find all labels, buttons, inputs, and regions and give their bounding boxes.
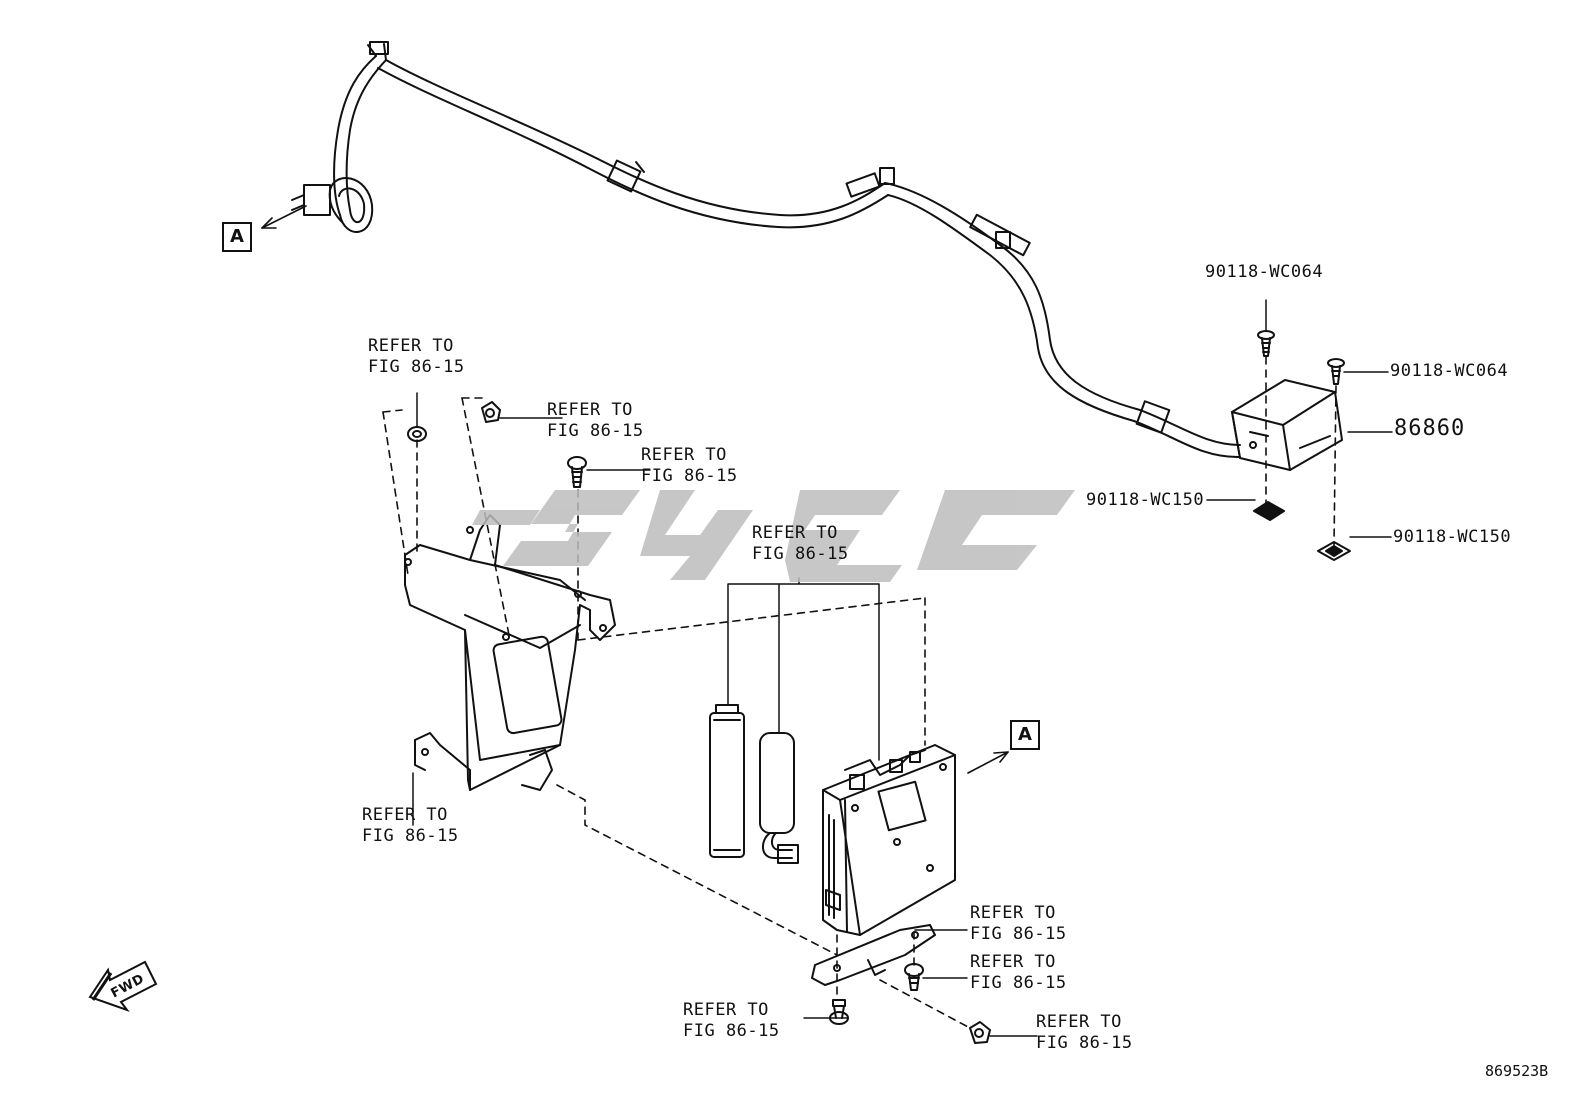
refer-note-plate-bolt: REFER TO FIG 86-15	[970, 952, 1067, 994]
refer-note-nut: REFER TO FIG 86-15	[1036, 1012, 1133, 1054]
refer-note-clip: REFER TO FIG 86-15	[547, 400, 644, 442]
illustration-number: 869523B	[1485, 1062, 1549, 1080]
ecu-unit	[822, 744, 956, 936]
refer-note-line1: REFER TO	[1036, 1012, 1122, 1032]
leader-lines	[412, 299, 1393, 1037]
part-number-90118-wc064-right: 90118-WC064	[1390, 361, 1509, 381]
refer-note-line1: REFER TO	[547, 400, 633, 420]
refer-note-line1: REFER TO	[641, 445, 727, 465]
refer-note-line1: REFER TO	[368, 336, 454, 356]
refer-note-line2: FIG 86-15	[362, 826, 459, 846]
refer-note-bolt: REFER TO FIG 86-15	[641, 445, 738, 487]
part-number-90118-wc150-left: 90118-WC150	[1086, 490, 1205, 510]
refer-note-line1: REFER TO	[683, 1000, 769, 1020]
view-a-label-ecu: A	[1010, 720, 1040, 750]
refer-note-line1: REFER TO	[970, 903, 1056, 923]
refer-note-line1: REFER TO	[970, 952, 1056, 972]
harness-connectors	[709, 704, 799, 864]
refer-note-line2: FIG 86-15	[368, 357, 465, 377]
refer-note-plate: REFER TO FIG 86-15	[970, 903, 1067, 945]
watermark-logo	[472, 490, 1075, 582]
refer-note-bracket-bottom: REFER TO FIG 86-15	[362, 805, 459, 847]
refer-note-connectors: REFER TO FIG 86-15	[752, 523, 849, 565]
refer-note-line1: REFER TO	[752, 523, 838, 543]
refer-note-lower-bolt: REFER TO FIG 86-15	[683, 1000, 780, 1042]
lower-fasteners	[829, 963, 991, 1044]
part-number-90118-wc064-top: 90118-WC064	[1205, 262, 1324, 282]
refer-note-line2: FIG 86-15	[970, 973, 1067, 993]
fwd-arrow-icon	[88, 960, 158, 1013]
part-number-86860: 86860	[1394, 416, 1466, 441]
refer-note-line2: FIG 86-15	[1036, 1033, 1133, 1053]
part-number-90118-wc150-right: 90118-WC150	[1393, 527, 1512, 547]
refer-note-line2: FIG 86-15	[641, 466, 738, 486]
refer-note-bracket-top: REFER TO FIG 86-15	[368, 336, 465, 378]
view-a-arrows	[261, 205, 1009, 774]
view-a-label-top: A	[222, 222, 252, 252]
refer-note-line2: FIG 86-15	[970, 924, 1067, 944]
refer-note-line2: FIG 86-15	[547, 421, 644, 441]
refer-note-line1: REFER TO	[362, 805, 448, 825]
amplifier-screws	[1253, 330, 1351, 561]
amplifier-86860	[1231, 379, 1343, 471]
refer-note-line2: FIG 86-15	[752, 544, 849, 564]
cable-clips	[291, 159, 1171, 434]
ecu-mounting-plate	[811, 924, 936, 986]
antenna-cable	[328, 41, 1241, 459]
refer-note-line2: FIG 86-15	[683, 1021, 780, 1041]
